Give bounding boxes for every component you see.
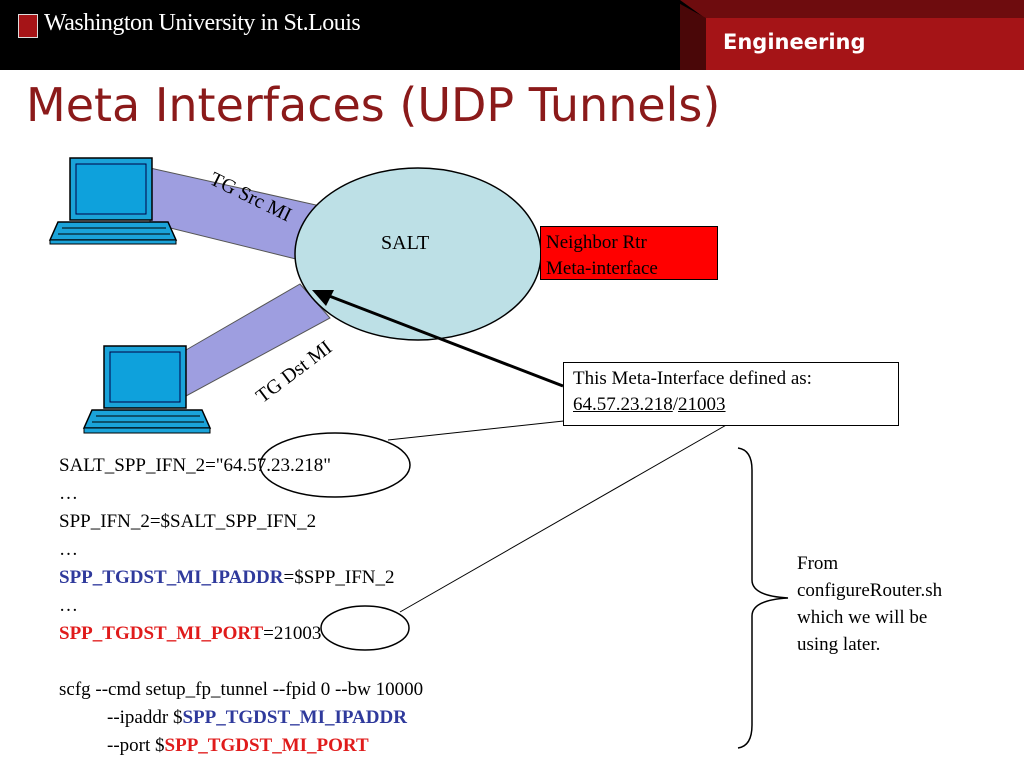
code-line-6: … <box>59 595 78 616</box>
source-note: From configureRouter.sh which we will be… <box>797 550 942 658</box>
code-line-9: scfg --cmd setup_fp_tunnel --fpid 0 --bw… <box>59 679 424 700</box>
port-highlight-oval <box>320 605 410 651</box>
code-line-4: … <box>59 539 78 560</box>
laptop-icon-bottom <box>82 345 212 434</box>
meta-interface-callout <box>563 362 899 426</box>
neighbor-label-line2: Meta-interface <box>546 258 658 279</box>
code-line-7: SPP_TGDST_MI_PORT=21003 <box>59 623 321 645</box>
code-var-port: SPP_TGDST_MI_PORT <box>59 623 264 644</box>
port-connector-line <box>399 415 743 613</box>
code-line-3: SPP_IFN_2=$SALT_SPP_IFN_2 <box>59 511 317 532</box>
code-line-11: --port $SPP_TGDST_MI_PORT <box>107 735 369 757</box>
ip-highlight-oval <box>259 432 411 498</box>
tg-dst-link <box>185 283 331 397</box>
code-line-10: --ipaddr $SPP_TGDST_MI_IPADDR <box>107 707 407 729</box>
code-ipaddr-flag: --ipaddr $ <box>107 707 183 728</box>
code-var-ipaddr-ref: SPP_TGDST_MI_IPADDR <box>182 707 407 728</box>
code-line-5: SPP_TGDST_MI_IPADDR=$SPP_IFN_2 <box>59 567 395 589</box>
laptop-icon-top <box>48 157 178 245</box>
engineering-banner <box>680 0 1024 70</box>
note-line-1: From <box>797 553 839 574</box>
callout-address: 64.57.23.218/21003 <box>573 394 726 416</box>
salt-label: SALT <box>381 232 430 254</box>
code-ipaddr-assign: =$SPP_IFN_2 <box>283 567 395 588</box>
callout-text: This Meta-Interface defined as: <box>573 368 812 389</box>
note-line-3: which we will be <box>797 607 928 628</box>
code-var-salt-ifn: SALT_SPP_IFN_2=" <box>59 455 224 476</box>
code-var-ipaddr: SPP_TGDST_MI_IPADDR <box>59 567 284 588</box>
neighbor-router-box <box>540 226 718 280</box>
note-line-4: using later. <box>797 634 881 655</box>
section-label: Engineering <box>723 30 866 54</box>
callout-port: 21003 <box>678 394 726 415</box>
code-port-flag: --port $ <box>107 735 165 756</box>
university-crest-icon <box>18 14 38 38</box>
curly-brace <box>737 447 789 749</box>
callout-separator: / <box>672 394 679 415</box>
neighbor-label-line1: Neighbor Rtr <box>546 232 647 253</box>
code-line-1: SALT_SPP_IFN_2="64.57.23.218" <box>59 455 331 477</box>
code-port-eq: = <box>263 623 274 644</box>
university-name: Washington University in St.Louis <box>44 10 361 36</box>
note-line-2: configureRouter.sh <box>797 580 943 601</box>
code-line-2: … <box>59 483 78 504</box>
code-var-port-ref: SPP_TGDST_MI_PORT <box>164 735 369 756</box>
code-ip-value: 64.57.23.218" <box>223 455 332 476</box>
slide-title: Meta Interfaces (UDP Tunnels) <box>26 78 721 132</box>
pointer-arrow <box>323 292 564 388</box>
callout-ip: 64.57.23.218 <box>573 394 673 415</box>
code-port-value: 21003 <box>273 623 322 644</box>
